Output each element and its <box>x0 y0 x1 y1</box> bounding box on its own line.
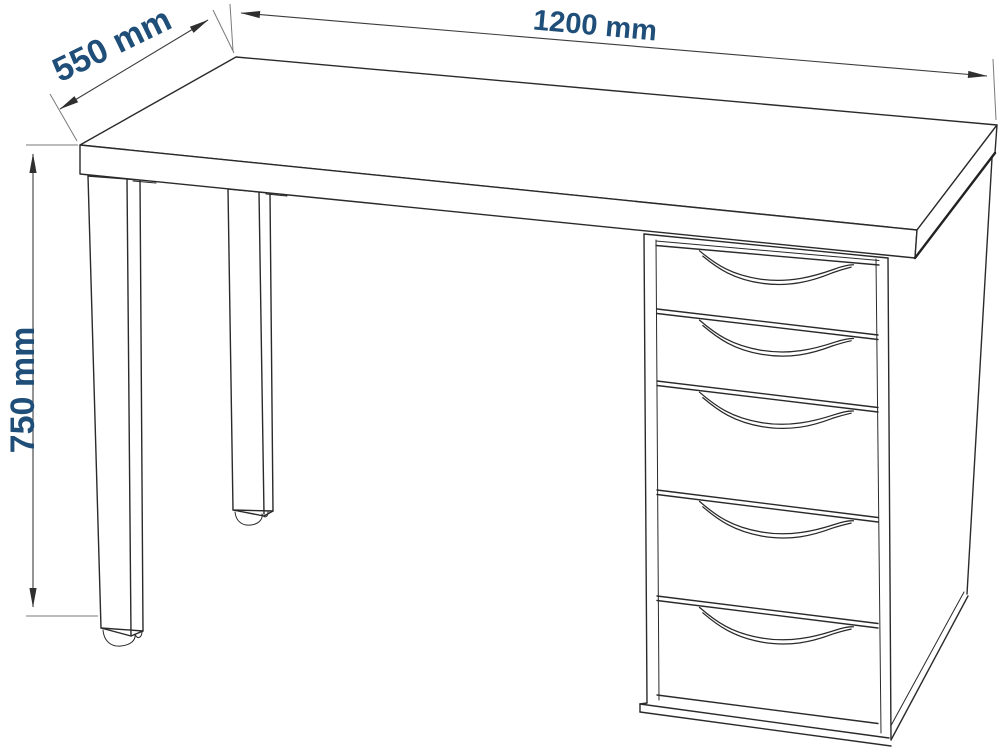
height-dimension: 750 mm <box>4 144 98 617</box>
drawer-handle-curve <box>702 255 852 286</box>
tabletop <box>79 56 998 260</box>
front-left-leg <box>87 175 157 647</box>
drawer-unit-base <box>639 702 892 747</box>
drawer-handle-curve <box>702 506 852 539</box>
drawer-handles <box>698 250 855 645</box>
front-leg-foot <box>102 629 143 647</box>
drawer-unit-front <box>639 233 892 745</box>
drawer-handle-curve <box>698 391 855 425</box>
drawer-unit <box>639 157 993 747</box>
drawer-dividers <box>656 308 879 725</box>
drawer-unit-side-panel <box>887 157 993 741</box>
drawer-handle-curve <box>698 250 855 281</box>
drawer-handle-curve <box>698 606 855 641</box>
drawer-handle-curve <box>698 500 855 535</box>
height-dimension-label: 750 mm <box>4 327 42 454</box>
back-leg-foot <box>234 511 269 526</box>
drawer-handle-curve <box>698 319 855 353</box>
width-dimension-label: 1200 mm <box>532 4 659 47</box>
back-left-leg <box>227 188 288 526</box>
depth-dimension-label: 550 mm <box>47 0 177 90</box>
desk-outline <box>79 56 998 747</box>
drawer-handle-curve <box>702 396 852 430</box>
drawer-handle-curve <box>702 612 852 645</box>
drawer-handle-curve <box>702 324 852 357</box>
